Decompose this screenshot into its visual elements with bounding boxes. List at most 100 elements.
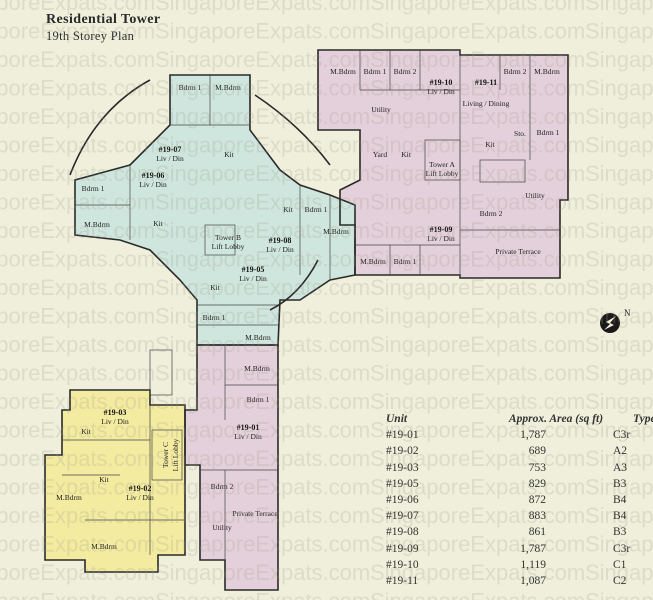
room-label: Liv / Din <box>156 154 184 163</box>
room-label: Bdrm 1 <box>247 395 270 404</box>
room-label: M.Bdrm <box>360 257 386 266</box>
room-label: Private Terrace <box>495 247 541 256</box>
room-label: M.Bdrm <box>91 542 117 551</box>
room-label: Yard <box>373 150 387 159</box>
room-label: Kit <box>99 475 110 484</box>
unit-19-01-label: #19-01 <box>237 423 260 432</box>
type-b-units <box>75 75 355 345</box>
north-arrow-icon <box>600 313 620 333</box>
watermark-text: SingaporeExpats.com <box>585 47 653 72</box>
watermark-text: SingaporeExpats.com <box>0 304 155 329</box>
watermark-text: SingaporeExpats.com <box>0 275 155 300</box>
watermark-text: SingaporeExpats.com <box>585 190 653 215</box>
watermark-text: SingaporeExpats.com <box>585 247 653 272</box>
room-label: Liv / Din <box>239 274 267 283</box>
room-label: Living / Dining <box>463 99 510 108</box>
watermark-text: SingaporeExpats.com <box>585 76 653 101</box>
watermark-text: SingaporeExpats.com <box>585 104 653 129</box>
room-label: Liv / Din <box>427 87 455 96</box>
watermark-text: SingaporeExpats.com <box>585 133 653 158</box>
header-type: Type <box>633 413 653 425</box>
watermark-text: SingaporeExpats.com <box>0 247 155 272</box>
watermark-text: SingaporeExpats.com <box>0 104 155 129</box>
watermark-text: SingaporeExpats.com <box>585 0 653 15</box>
cell-type: C2 <box>613 574 627 587</box>
room-label: M.Bdrm <box>330 67 356 76</box>
room-label: M.Bdrm <box>323 227 349 236</box>
cell-area: 883 <box>528 510 546 523</box>
watermark-text: SingaporeExpats.com <box>0 133 155 158</box>
cell-unit: #19-09 <box>386 542 419 555</box>
cell-area: 689 <box>528 445 546 458</box>
room-label: M.Bdrm <box>84 220 110 229</box>
table-row: #19-11 1,087 C2 <box>386 573 653 589</box>
room-label: M.Bdrm <box>244 364 270 373</box>
room-label: Bdrm 2 <box>211 482 234 491</box>
cell-type: A3 <box>613 461 628 474</box>
unit-19-08-label: #19-08 <box>269 236 292 245</box>
cell-unit: #19-11 <box>386 574 419 587</box>
cell-area: 872 <box>528 493 546 506</box>
room-label: Bdrm 2 <box>394 67 417 76</box>
type-c-units-top <box>318 50 568 278</box>
watermark-text: SingaporeExpats.com <box>0 76 155 101</box>
tower-a-lobby: Lift Lobby <box>426 169 459 178</box>
room-label: Kit <box>153 219 164 228</box>
unit-19-07-label: #19-07 <box>159 145 182 154</box>
watermark-text: SingaporeExpats.com <box>0 332 155 357</box>
room-label: M.Bdrm <box>215 83 241 92</box>
cell-type: B3 <box>613 477 627 490</box>
room-label: Utility <box>371 105 391 114</box>
interior-walls <box>62 50 560 560</box>
watermark-text: SingaporeExpats.com <box>585 332 653 357</box>
room-label: Utility <box>525 191 545 200</box>
cell-type: B3 <box>613 526 627 539</box>
wall-outline-bottom-right <box>184 344 279 591</box>
cell-area: 1,787 <box>520 542 546 555</box>
watermark-text: SingaporeExpats.com <box>585 361 653 386</box>
wall-outline-bottom-left <box>44 389 186 573</box>
watermark-text: SingaporeExpats.com <box>0 19 155 44</box>
cell-type: B4 <box>613 493 627 506</box>
watermark-text: SingaporeExpats.com <box>155 19 370 44</box>
room-label: M.Bdrm <box>245 333 271 342</box>
cell-unit: #19-07 <box>386 510 419 523</box>
room-label: Bdrm 1 <box>305 205 328 214</box>
tower-c-name: Tower C <box>161 442 170 468</box>
tower-a-name: Tower A <box>429 160 456 169</box>
room-label: Bdrm 2 <box>480 209 503 218</box>
watermark-text: SingaporeExpats.com <box>0 47 155 72</box>
cell-area: 1,787 <box>520 429 546 442</box>
cell-type: B4 <box>613 510 627 523</box>
unit-19-02-label: #19-02 <box>129 484 152 493</box>
room-label: Kit <box>224 150 235 159</box>
watermark-text: SingaporeExpats.com <box>585 218 653 243</box>
curved-facade-west <box>69 79 151 176</box>
cell-type: A2 <box>613 445 628 458</box>
cell-area: 1,087 <box>520 574 546 587</box>
room-label: Bdrm 2 <box>504 67 527 76</box>
unit-19-10-label: #19-10 <box>430 78 453 87</box>
unit-19-06-label: #19-06 <box>142 171 165 180</box>
room-label: Utility <box>212 523 232 532</box>
unit-19-09-label: #19-09 <box>430 225 453 234</box>
watermark-text: SingaporeExpats.com <box>370 589 585 600</box>
cell-type: C3r <box>613 429 631 442</box>
unit-area-table: Unit Approx. Area (sq ft) Type #19-011,7… <box>386 411 653 589</box>
wall-outline-centre <box>74 74 356 346</box>
watermark-text: SingaporeExpats.com <box>370 361 585 386</box>
type-c-unit-bottom <box>185 345 278 590</box>
cell-area: 753 <box>528 461 546 474</box>
unit-19-11-label: #19-11 <box>475 78 497 87</box>
cell-unit: #19-08 <box>386 526 419 539</box>
watermark-text: SingaporeExpats.com <box>585 161 653 186</box>
room-label: Private Terrace <box>232 509 278 518</box>
table-row: #19-02 689 A2 <box>386 443 653 459</box>
watermark-text: SingaporeExpats.com <box>155 0 370 15</box>
room-label: Liv / Din <box>234 432 262 441</box>
cell-unit: #19-02 <box>386 445 419 458</box>
tower-b-name: Tower B <box>215 233 241 242</box>
room-label: Kit <box>210 283 221 292</box>
